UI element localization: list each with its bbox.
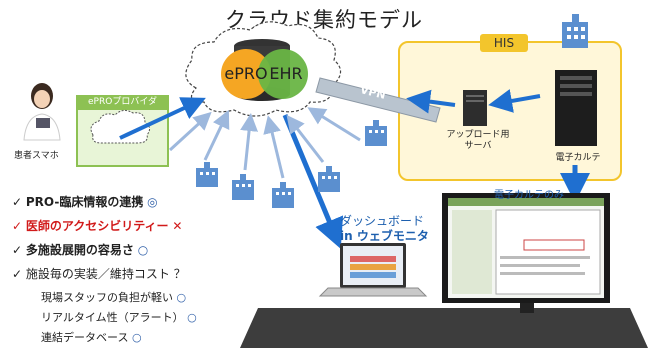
emr-label: 電子カルテ — [555, 153, 601, 163]
check-mark-icon: ✓ — [12, 243, 26, 257]
check-item-pro-clinical: ✓ PRO-臨床情報の連携 ◎ — [12, 195, 158, 209]
dashboard-label: ダッシュボード in ウェブモニタ — [340, 214, 429, 244]
upload-server-label: アップロード用 サーバ — [446, 130, 510, 151]
rating-circle-icon: ○ — [137, 243, 149, 257]
check-item-cost: ✓ 施設毎の実装／維持コスト ？ — [12, 267, 186, 281]
check-item-doctor-access: ✓ 医師のアクセシビリティー ✕ — [12, 219, 183, 233]
hospital-window-grid — [200, 27, 585, 195]
rating-cross-icon: ✕ — [172, 219, 183, 233]
check-mark-icon: ✓ — [12, 195, 26, 209]
sub-item-staff-burden: 現場スタッフの負担が軽い ○ — [41, 291, 187, 304]
arrow-to-vpn — [406, 89, 456, 114]
rating-circle-icon: ○ — [131, 331, 142, 344]
monitor-icon — [442, 193, 610, 313]
provider-cloud-icon — [90, 109, 151, 144]
arrow-emr-to-upload — [488, 89, 541, 113]
rating-question-icon: ？ — [173, 267, 186, 281]
dashboard-label-line2: in ウェブモニタ — [340, 229, 429, 243]
evaluation-checklist: ✓ PRO-臨床情報の連携 ◎ ✓ 医師のアクセシビリティー ✕ ✓ 多施設展開… — [6, 187, 228, 347]
emr-only-label: 電子カルテのみ — [494, 190, 564, 201]
ehr-label: EHR — [269, 64, 303, 83]
arrow-provider-to-cloud — [119, 97, 206, 140]
dashboard-label-line1: ダッシュボード — [340, 214, 425, 228]
rating-circle-icon: ○ — [187, 311, 197, 324]
ehr-circle — [258, 49, 308, 99]
check-item-multisite: ✓ 多施設展開の容易さ ○ — [12, 243, 149, 257]
rating-circle-icon: ○ — [176, 291, 187, 304]
arrow-cloud-to-dashboard — [282, 114, 344, 249]
emr-server-icon — [555, 70, 597, 146]
sub-item-realtime: リアルタイム性（アラート） ○ — [41, 311, 197, 324]
sub-item-linked-db: 連結データベース ○ — [41, 331, 142, 344]
rating-double-circle-icon: ◎ — [147, 195, 158, 209]
epro-label: ePRO — [224, 64, 268, 83]
epro-provider-title: ePROプロバイダ — [76, 95, 169, 110]
desk — [240, 308, 648, 348]
patient-smartphone-label: 患者スマホ — [14, 151, 59, 161]
hospital-arrows — [168, 107, 361, 179]
upload-server-icon — [463, 90, 487, 126]
check-mark-icon: ✓ — [12, 267, 26, 281]
check-mark-icon: ✓ — [12, 219, 26, 233]
his-title: HIS — [480, 34, 528, 52]
epro-circle — [221, 49, 271, 99]
laptop-icon — [318, 243, 428, 297]
patient-icon — [23, 83, 61, 141]
